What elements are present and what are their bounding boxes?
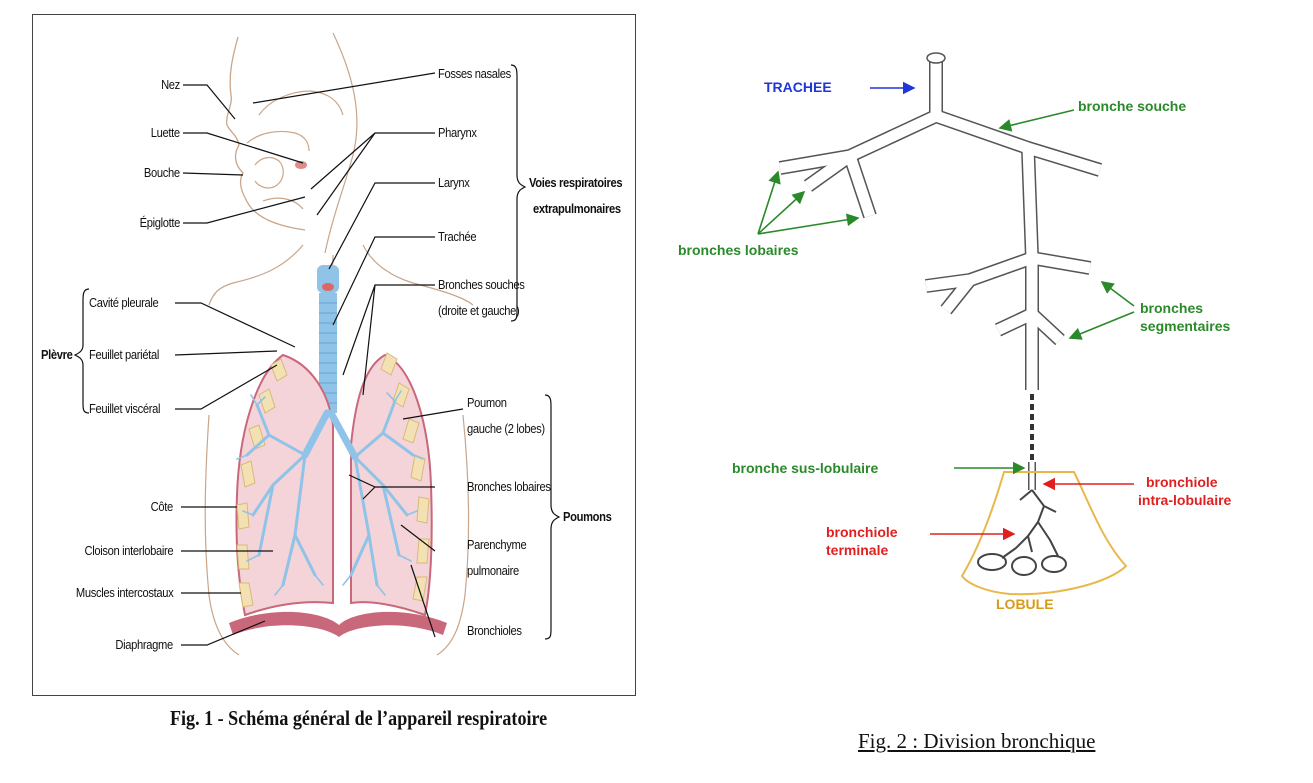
label-diaphragme: Diaphragme (115, 637, 174, 652)
label-bronches-segmentaires-2: segmentaires (1140, 318, 1231, 334)
label-bronchiole-terminale-2: terminale (826, 542, 889, 558)
label-feuillet-visceral: Feuillet viscéral (89, 401, 161, 416)
label-bronches-lobaires: bronches lobaires (678, 242, 799, 258)
label-feuillet-parietal: Feuillet pariétal (89, 347, 159, 362)
label-bronche-sus-lobulaire: bronche sus-lobulaire (732, 460, 879, 476)
label-epiglotte: Épiglotte (139, 215, 181, 230)
label-bronches-lobaires: Bronches lobaires (467, 479, 551, 494)
label-bronches-souches: Bronches souches (438, 277, 525, 292)
label-cote: Côte (150, 499, 174, 514)
bronchial-division-figure: TRACHEE bronche souche bronches lobaires… (640, 0, 1313, 778)
label-pulmonaire: pulmonaire (467, 563, 519, 578)
label-extrapulmonaires: extrapulmonaires (533, 201, 621, 216)
label-pharynx: Pharynx (438, 125, 477, 140)
label-trachee-f2: TRACHEE (764, 79, 832, 95)
label-bronchioles: Bronchioles (467, 623, 522, 638)
label-parenchyme: Parenchyme (467, 537, 527, 552)
label-bronchiole-intra-1: bronchiole (1146, 474, 1218, 490)
label-bouche: Bouche (144, 165, 180, 180)
label-lobule: LOBULE (996, 596, 1054, 612)
label-droite-gauche: (droite et gauche) (438, 303, 520, 318)
label-voies-respiratoires: Voies respiratoires (529, 175, 623, 190)
label-poumons: Poumons (563, 509, 612, 524)
label-bronches-segmentaires-1: bronches (1140, 300, 1204, 316)
figure1-caption: Fig. 1 - Schéma général de l’appareil re… (170, 706, 548, 730)
respiratory-illustration (73, 32, 561, 656)
respiratory-system-figure: Nez Luette Bouche Épiglotte Cavité pleur… (32, 14, 636, 696)
label-bronchiole-terminale-1: bronchiole (826, 524, 898, 540)
figure2-caption: Fig. 2 : Division bronchique (858, 729, 1096, 753)
label-cavite-pleurale: Cavité pleurale (89, 295, 159, 310)
label-muscles: Muscles intercostaux (75, 585, 173, 600)
label-bronchiole-intra-2: intra-lobulaire (1138, 492, 1232, 508)
label-luette: Luette (150, 125, 180, 140)
label-nez: Nez (161, 77, 180, 92)
label-gauche-2-lobes: gauche (2 lobes) (467, 421, 545, 436)
bronchial-tree-illustration (757, 52, 1135, 596)
label-bronche-souche: bronche souche (1078, 98, 1187, 114)
label-cloison: Cloison interlobaire (84, 543, 173, 558)
label-trachee: Trachée (438, 229, 477, 244)
label-poumon: Poumon (467, 395, 507, 410)
label-fosses-nasales: Fosses nasales (438, 66, 511, 81)
label-plevre: Plèvre (41, 347, 73, 362)
label-larynx: Larynx (438, 175, 470, 190)
